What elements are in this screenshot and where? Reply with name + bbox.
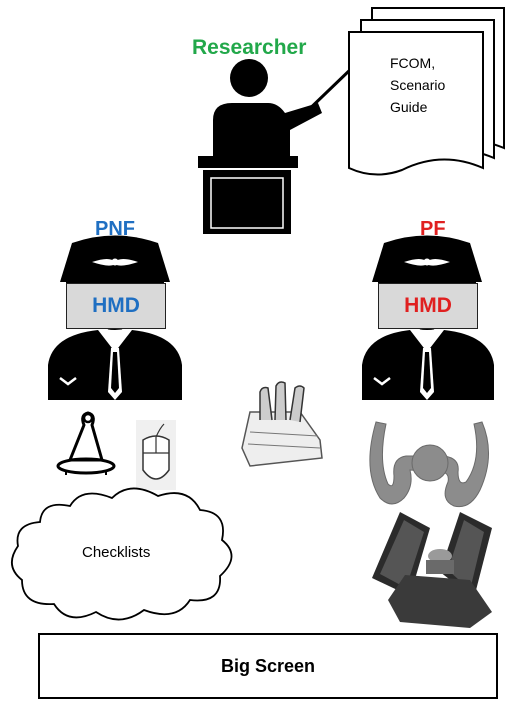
document-line-3: Guide <box>390 99 428 115</box>
document-line-2: Scenario <box>390 77 446 93</box>
big-screen-box: Big Screen <box>38 633 498 699</box>
document-text: FCOM, Scenario Guide <box>390 52 445 118</box>
pnf-hmd-box: HMD <box>66 283 166 329</box>
document-line-1: FCOM, <box>390 55 436 71</box>
pnf-label: PNF <box>95 218 135 240</box>
researcher-label: Researcher <box>192 36 307 59</box>
big-screen-label: Big Screen <box>220 655 316 676</box>
checklists-label: Checklists <box>82 544 151 561</box>
pf-hmd-box: HMD <box>378 283 478 329</box>
pf-label: PF <box>420 218 446 240</box>
